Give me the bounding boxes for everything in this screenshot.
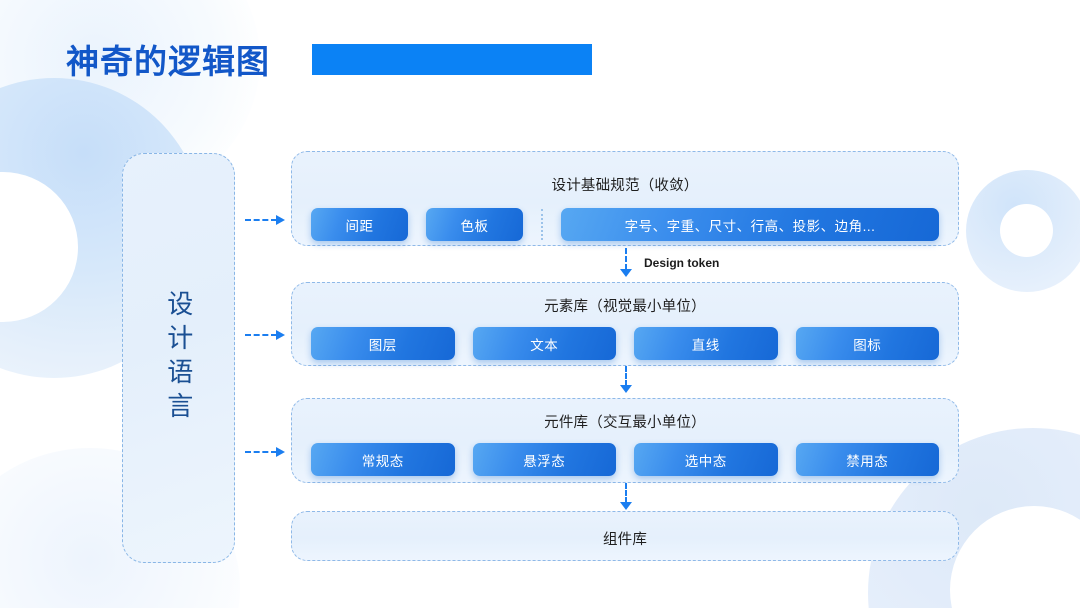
connector-line [625, 483, 627, 503]
connector-line [625, 248, 627, 270]
design-language-panel: 设计语言 [122, 153, 235, 563]
card-element-library: 元素库（视觉最小单位） 图层 文本 直线 图标 [291, 282, 959, 366]
page-title: 神奇的逻辑图 [66, 43, 270, 80]
title-accent-bar [312, 44, 592, 75]
arrow-head-icon [276, 447, 285, 457]
connector-line [625, 366, 627, 386]
arrow-head-icon [620, 385, 632, 393]
arrow-head-icon [276, 330, 285, 340]
arrow-head-icon [620, 502, 632, 510]
card-title: 元件库（交互最小单位） [544, 415, 706, 431]
connector-arrow-down-1 [619, 248, 633, 278]
connector-line [245, 219, 277, 221]
connector-arrow-down-3 [619, 483, 633, 511]
chip-state-hover[interactable]: 悬浮态 [472, 443, 616, 476]
design-token-label: Design token [644, 256, 720, 270]
chip-text[interactable]: 文本 [472, 327, 616, 360]
card-title: 设计基础规范（收敛） [551, 178, 699, 194]
chip-spacing[interactable]: 间距 [311, 208, 408, 241]
connector-arrow-right-3 [245, 447, 290, 457]
chip-icon[interactable]: 图标 [795, 327, 939, 360]
connector-line [245, 451, 277, 453]
card-design-foundation: 设计基础规范（收敛） 间距 色板 字号、字重、尺寸、行高、投影、边角... [291, 151, 959, 246]
design-language-label: 设计语言 [163, 290, 194, 426]
chip-divider [541, 209, 543, 240]
chip-line[interactable]: 直线 [634, 327, 778, 360]
card-title: 元素库（视觉最小单位） [544, 299, 706, 315]
card-component-library: 组件库 [291, 511, 959, 561]
connector-arrow-down-2 [619, 366, 633, 394]
connector-line [245, 334, 277, 336]
chip-row: 间距 色板 字号、字重、尺寸、行高、投影、边角... [292, 208, 958, 241]
page-header: 神奇的逻辑图 [0, 0, 1080, 100]
chip-state-disabled[interactable]: 禁用态 [795, 443, 939, 476]
chip-row: 常规态 悬浮态 选中态 禁用态 [292, 443, 958, 476]
arrow-head-icon [276, 215, 285, 225]
chip-layer[interactable]: 图层 [311, 327, 455, 360]
arrow-head-icon [620, 269, 632, 277]
card-title: 组件库 [602, 532, 648, 548]
chip-row: 图层 文本 直线 图标 [292, 327, 958, 360]
chip-color-palette[interactable]: 色板 [426, 208, 523, 241]
chip-state-normal[interactable]: 常规态 [311, 443, 455, 476]
card-widget-library: 元件库（交互最小单位） 常规态 悬浮态 选中态 禁用态 [291, 398, 959, 483]
connector-arrow-right-2 [245, 330, 290, 340]
chip-state-selected[interactable]: 选中态 [634, 443, 778, 476]
connector-arrow-right-1 [245, 215, 290, 225]
chip-typography-tokens[interactable]: 字号、字重、尺寸、行高、投影、边角... [561, 208, 939, 241]
